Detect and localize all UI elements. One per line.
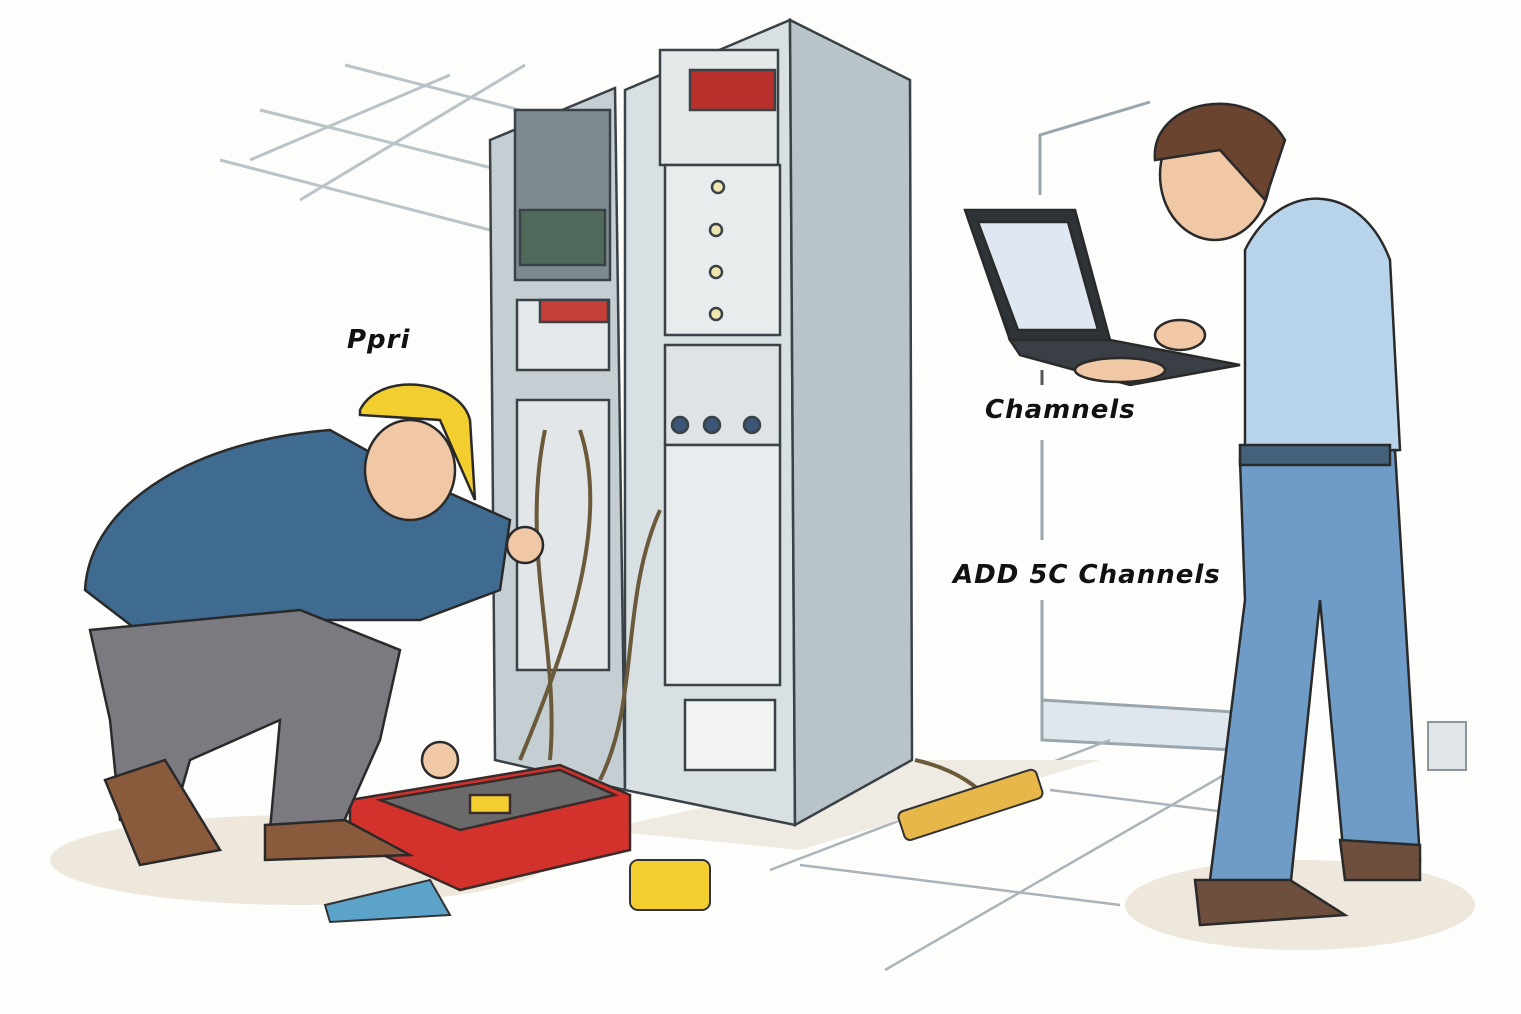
- label-channels: Chamnels: [985, 395, 1136, 425]
- server-rack-right: [623, 17, 914, 828]
- cables: [518, 429, 992, 802]
- ceiling-grid: [219, 63, 526, 232]
- right-worker: [963, 102, 1422, 927]
- left-worker: [83, 383, 545, 867]
- label-ppri: Ppri: [347, 325, 411, 355]
- wall-outlet: [1427, 721, 1467, 771]
- wall-lines: [1038, 100, 1237, 752]
- label-add-channels: ADD 5C Channels: [953, 560, 1221, 590]
- server-rack-left: [488, 86, 627, 792]
- floor-tools: [323, 768, 1044, 924]
- rack-floor: [600, 760, 1100, 850]
- toolbox: [348, 763, 632, 892]
